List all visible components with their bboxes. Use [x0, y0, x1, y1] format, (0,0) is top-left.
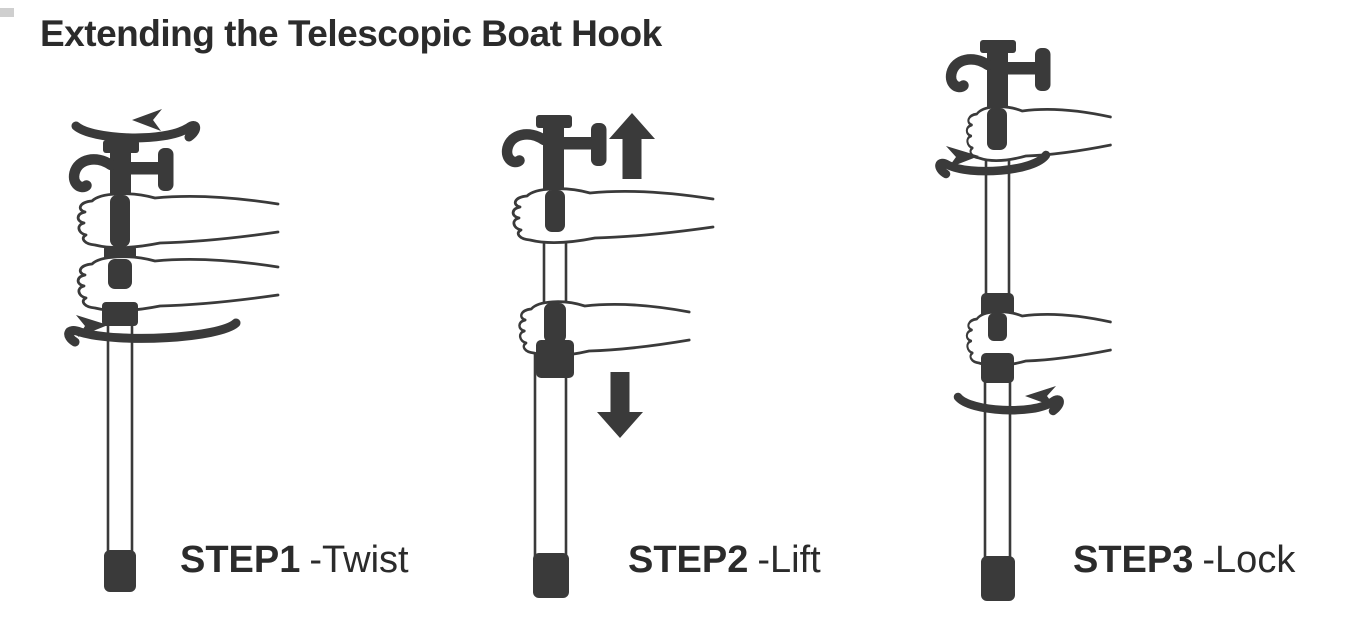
scan-artifact — [0, 8, 14, 17]
lock-collar — [102, 302, 138, 326]
rotate-counterclockwise-arrow-icon — [71, 109, 201, 143]
page-title: Extending the Telescopic Boat Hook — [40, 13, 662, 54]
end-cap — [104, 550, 136, 592]
upper-hand — [511, 187, 715, 245]
gripped-pole-section — [110, 195, 130, 247]
end-cap — [981, 556, 1015, 601]
lift-up-arrow-icon — [609, 113, 655, 179]
step2-number: STEP2 — [628, 539, 749, 581]
push-down-arrow-icon — [597, 372, 643, 438]
step2-action: -Lift — [757, 539, 821, 581]
step2-caption: STEP2-Lift — [628, 541, 821, 579]
step1-action: -Twist — [309, 539, 409, 581]
pole-inner-tube — [984, 153, 1011, 305]
gripped-pole-section — [108, 259, 132, 289]
rotate-clockwise-arrow-icon — [64, 315, 241, 347]
gripped-pole-section — [544, 303, 566, 343]
gripped-pole-section — [988, 313, 1007, 341]
step1-number: STEP1 — [180, 539, 301, 581]
rotate-counterclockwise-arrow-icon — [953, 386, 1064, 416]
upper-hand — [76, 192, 280, 250]
gripped-pole-section — [987, 108, 1007, 150]
step3-number: STEP3 — [1073, 539, 1194, 581]
step1-caption: STEP1-Twist — [180, 541, 409, 579]
rotate-clockwise-arrow-icon — [935, 146, 1051, 179]
step2-illustration — [480, 95, 715, 598]
end-cap — [533, 553, 569, 598]
lock-collar — [536, 340, 574, 378]
step3-action: -Lock — [1202, 539, 1296, 581]
step3-caption: STEP3-Lock — [1073, 541, 1295, 579]
gripped-pole-section — [545, 190, 565, 232]
step1-illustration — [64, 109, 280, 592]
step3-illustration — [935, 35, 1113, 601]
lock-collar-lower — [981, 353, 1014, 383]
pole-lower-tube — [533, 345, 568, 563]
